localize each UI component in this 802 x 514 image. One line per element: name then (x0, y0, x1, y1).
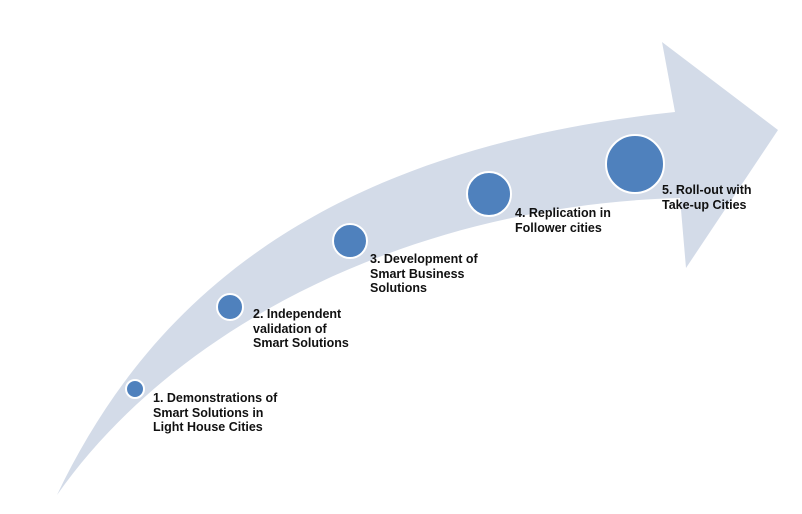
step-5-marker (605, 134, 665, 194)
step-3-label: 3. Development of Smart Business Solutio… (370, 252, 478, 295)
progress-arrow (57, 42, 778, 495)
step-4-marker (466, 171, 512, 217)
step-2-marker (216, 293, 244, 321)
step-1-label: 1. Demonstrations of Smart Solutions in … (153, 391, 278, 434)
step-5-label: 5. Roll-out with Take-up Cities (662, 183, 752, 212)
step-4-label: 4. Replication in Follower cities (515, 206, 611, 235)
step-2-label: 2. Independent validation of Smart Solut… (253, 307, 349, 350)
step-1-marker (125, 379, 145, 399)
step-3-marker (332, 223, 368, 259)
